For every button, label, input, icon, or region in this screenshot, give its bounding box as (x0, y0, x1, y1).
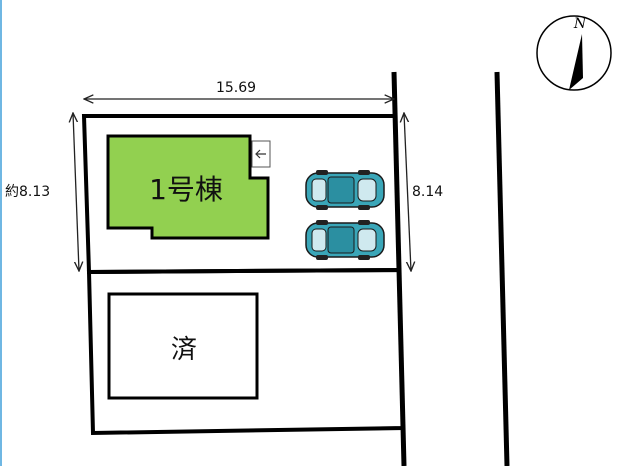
north-compass-icon: N (536, 15, 612, 91)
car-icon (305, 219, 385, 261)
dimension-right-depth: 8.14 (412, 184, 443, 200)
lot-2-boundary (86, 267, 406, 436)
road-line-right (494, 71, 510, 466)
dimension-top-width: 15.69 (216, 80, 256, 96)
car-icon (305, 169, 385, 211)
building-2-label: 済 (171, 335, 197, 365)
compass-north-label: N (573, 16, 587, 32)
dimension-line-left (73, 113, 79, 271)
building-1-footprint (106, 134, 270, 240)
dimension-line-right (404, 113, 411, 271)
entrance-arrow-icon (251, 140, 271, 168)
building-2-footprint (107, 292, 259, 400)
dimension-left-depth: 約8.13 (5, 184, 50, 200)
left-edge-accent (0, 0, 2, 466)
building-1-label: 1号棟 (149, 173, 223, 206)
